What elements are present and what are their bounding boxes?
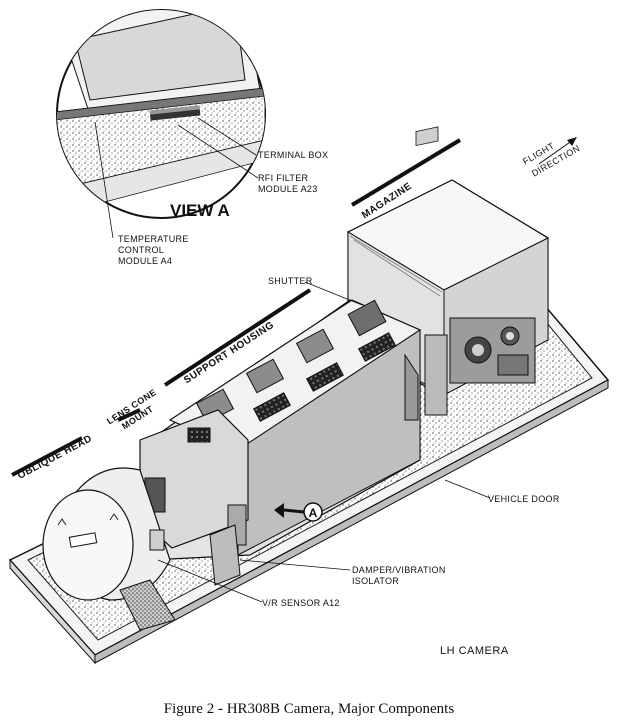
oblique-head (42, 467, 171, 601)
view-a-title: VIEW A (170, 201, 230, 220)
temp-control-label-2: CONTROL (118, 245, 165, 255)
view-a-detail (56, 9, 266, 219)
magazine-housing (346, 126, 550, 416)
vehicle-door-label: VEHICLE DOOR (488, 494, 560, 504)
view-a-marker (274, 502, 323, 522)
rfi-filter-label-2: MODULE A23 (258, 184, 318, 194)
vr-sensor-label: V/R SENSOR A12 (262, 598, 340, 608)
view-marker-letter: A (309, 506, 318, 520)
damper-label-1: DAMPER/VIBRATION (352, 565, 446, 575)
damper-isolator-mounts (119, 524, 241, 631)
camera-side-label: LH CAMERA (440, 645, 509, 657)
support-housing (149, 299, 422, 561)
temp-control-label-1: TEMPERATURE (118, 234, 189, 244)
rfi-filter-label-1: RFI FILTER (258, 173, 309, 183)
shutter-label: SHUTTER (268, 276, 313, 286)
damper-label-2: ISOLATOR (352, 576, 400, 586)
figure-caption: Figure 2 - HR308B Camera, Major Componen… (163, 701, 455, 717)
terminal-box-label: TERMINAL BOX (258, 150, 329, 160)
temp-control-label-3: MODULE A4 (118, 256, 173, 266)
leader-lines (94, 117, 491, 603)
section-brackets (11, 138, 462, 477)
flight-direction-arrow-icon (538, 137, 577, 165)
